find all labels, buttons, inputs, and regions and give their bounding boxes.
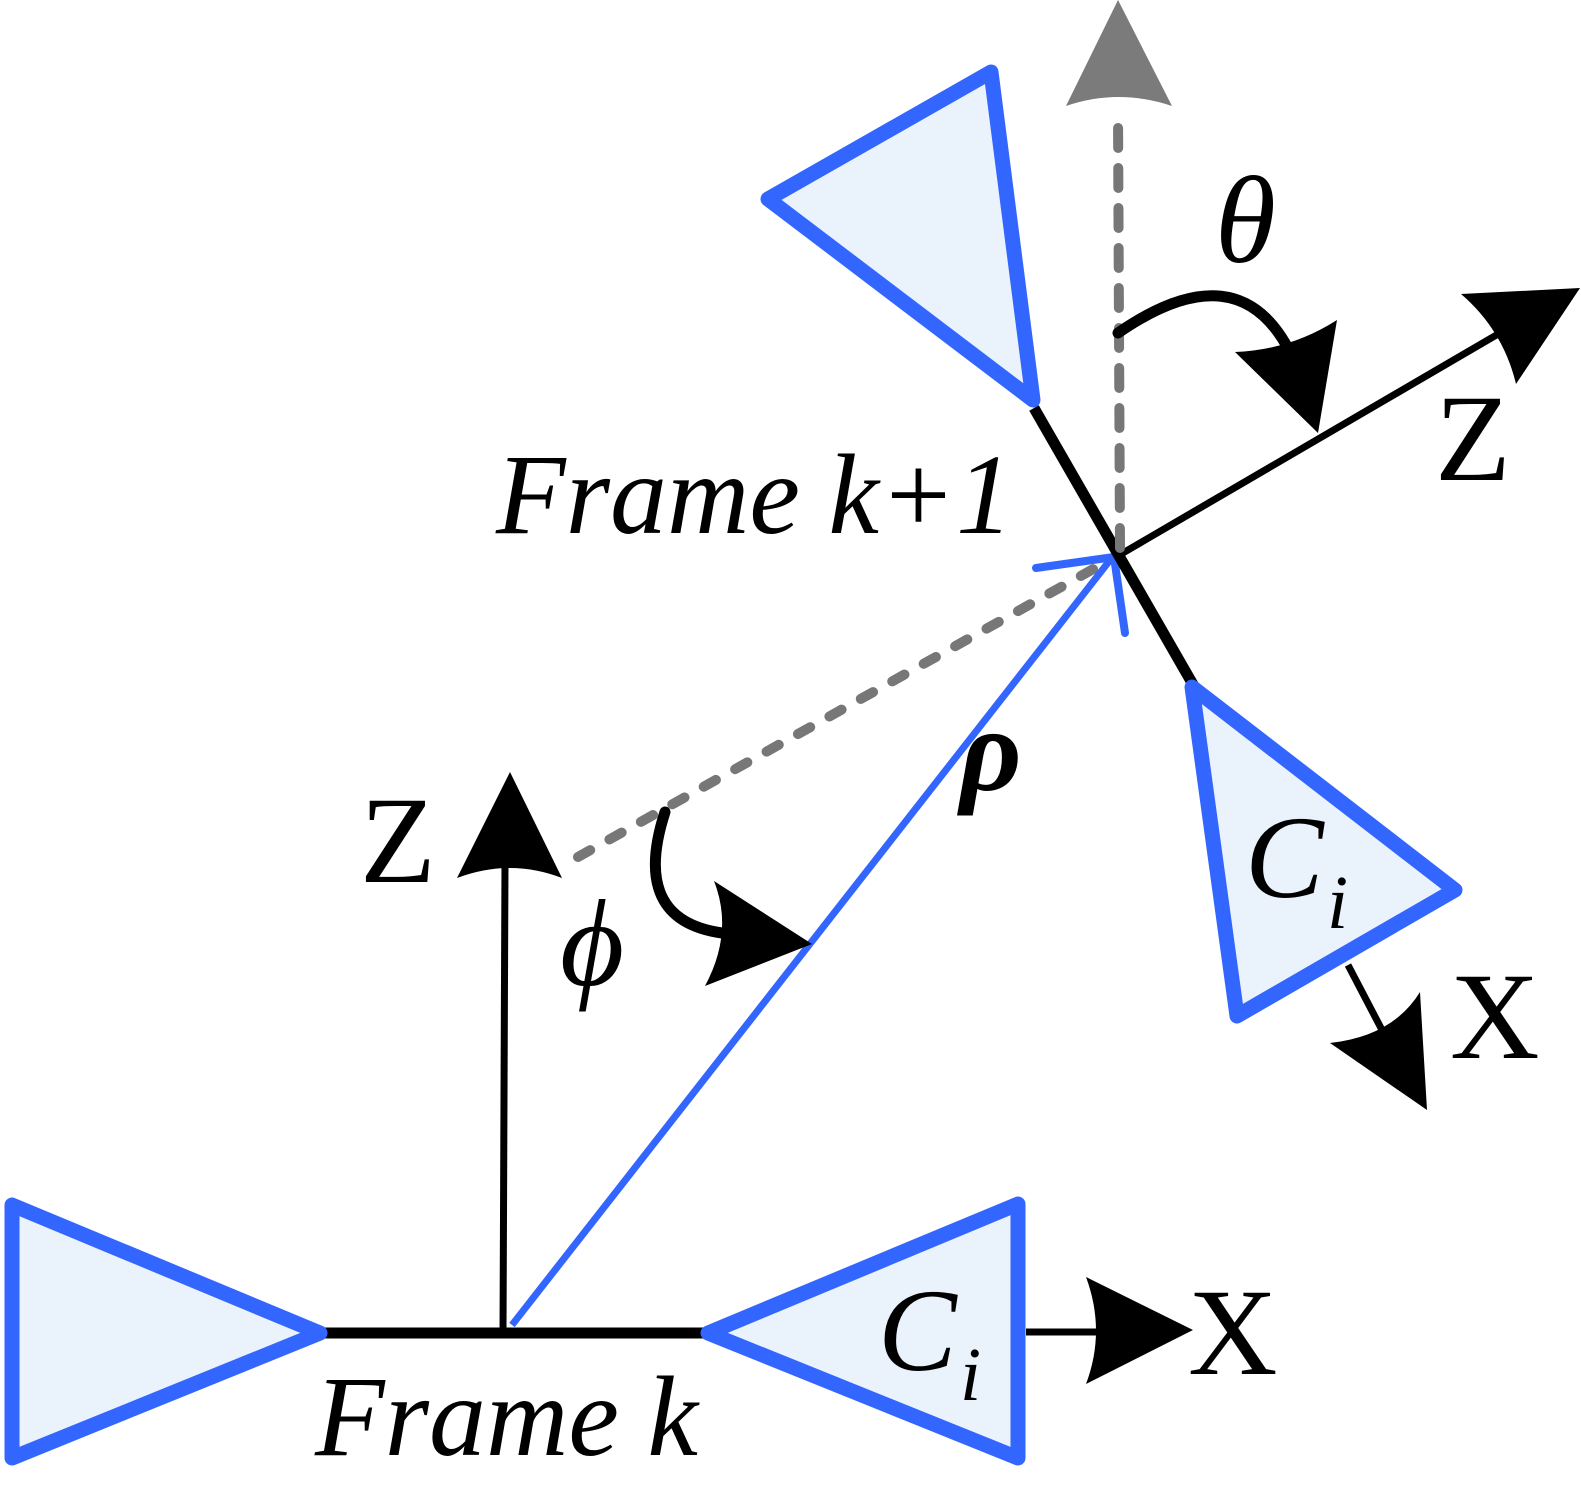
frame-k-z-arrowhead <box>457 772 562 878</box>
theta-reference <box>1066 0 1172 553</box>
phi-reference-dashed-line <box>573 558 1109 862</box>
theta-label: θ <box>1215 152 1276 289</box>
frame-k1: Z X C i Frame k+1 <box>495 64 1580 1110</box>
rho-vector: ρ <box>509 552 1129 1328</box>
phi-angle: ϕ <box>560 806 812 1012</box>
frame-k1-baseline <box>1029 405 1200 691</box>
theta-arc <box>1112 290 1296 358</box>
theta-angle: θ <box>1112 152 1337 433</box>
frame-k-title: Frame k <box>314 1353 700 1480</box>
frame-k1-camera-label: C <box>1245 792 1325 923</box>
frame-k: Z X C i Frame k <box>4 772 1278 1480</box>
frame-k-camera-subscript: i <box>960 1333 981 1417</box>
frame-k1-z-arrowhead <box>1461 288 1580 384</box>
frame-k1-upper-camera <box>760 64 1041 408</box>
frame-k1-camera-subscript: i <box>1327 861 1348 945</box>
frame-k1-z-label: Z <box>1435 370 1511 507</box>
frame-k-right-camera <box>700 1196 1026 1466</box>
frame-k-x-label: X <box>1188 1264 1278 1401</box>
phi-label: ϕ <box>560 875 624 1012</box>
rho-line <box>509 552 1117 1328</box>
frame-k1-x-arrowhead <box>1330 992 1427 1110</box>
frame-k1-x-axis <box>1344 963 1386 1032</box>
frame-k-left-camera <box>4 1197 328 1466</box>
phi-arc <box>649 806 728 939</box>
frame-k-camera-label: C <box>878 1265 958 1396</box>
frame-k1-x-label: X <box>1450 948 1540 1085</box>
theta-reference-arrowhead <box>1066 0 1172 106</box>
frame-k-z-axis <box>499 861 509 1334</box>
frame-k-z-label: Z <box>360 772 436 909</box>
phi-arrowhead <box>705 881 812 986</box>
theta-arrowhead <box>1235 320 1337 433</box>
rho-label: ρ <box>957 683 1022 816</box>
frame-k1-z-axis <box>1114 326 1507 561</box>
frame-k-x-arrowhead <box>1086 1277 1193 1384</box>
frame-k1-title: Frame k+1 <box>495 431 1013 558</box>
frame-k1-lower-camera <box>1184 679 1463 1024</box>
